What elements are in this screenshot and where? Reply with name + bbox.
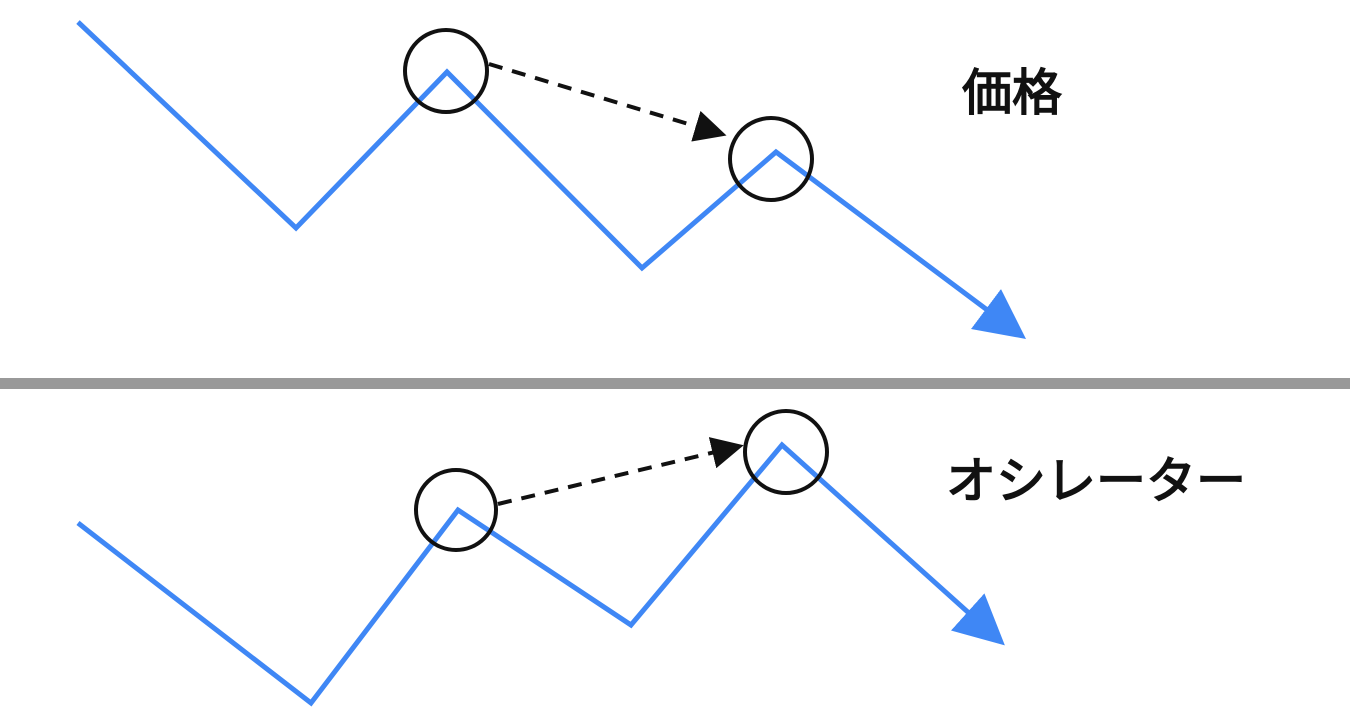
oscillator-label: オシレーター: [946, 452, 1246, 510]
oscillator-line: [76, 441, 1005, 707]
oscillator-dashed-arrow: [497, 437, 744, 506]
price-line: [76, 20, 1027, 339]
panel-divider: [0, 378, 1350, 389]
price-peak-2-circle: [728, 116, 814, 202]
oscillator-peak-1-circle: [414, 468, 498, 552]
price-panel: 価格: [76, 20, 1063, 339]
price-dashed-arrow: [488, 62, 727, 142]
oscillator-peak-2-circle: [743, 409, 829, 495]
price-peak-1-circle: [403, 28, 489, 114]
oscillator-panel: オシレーター: [76, 409, 1246, 707]
price-label: 価格: [961, 64, 1063, 122]
